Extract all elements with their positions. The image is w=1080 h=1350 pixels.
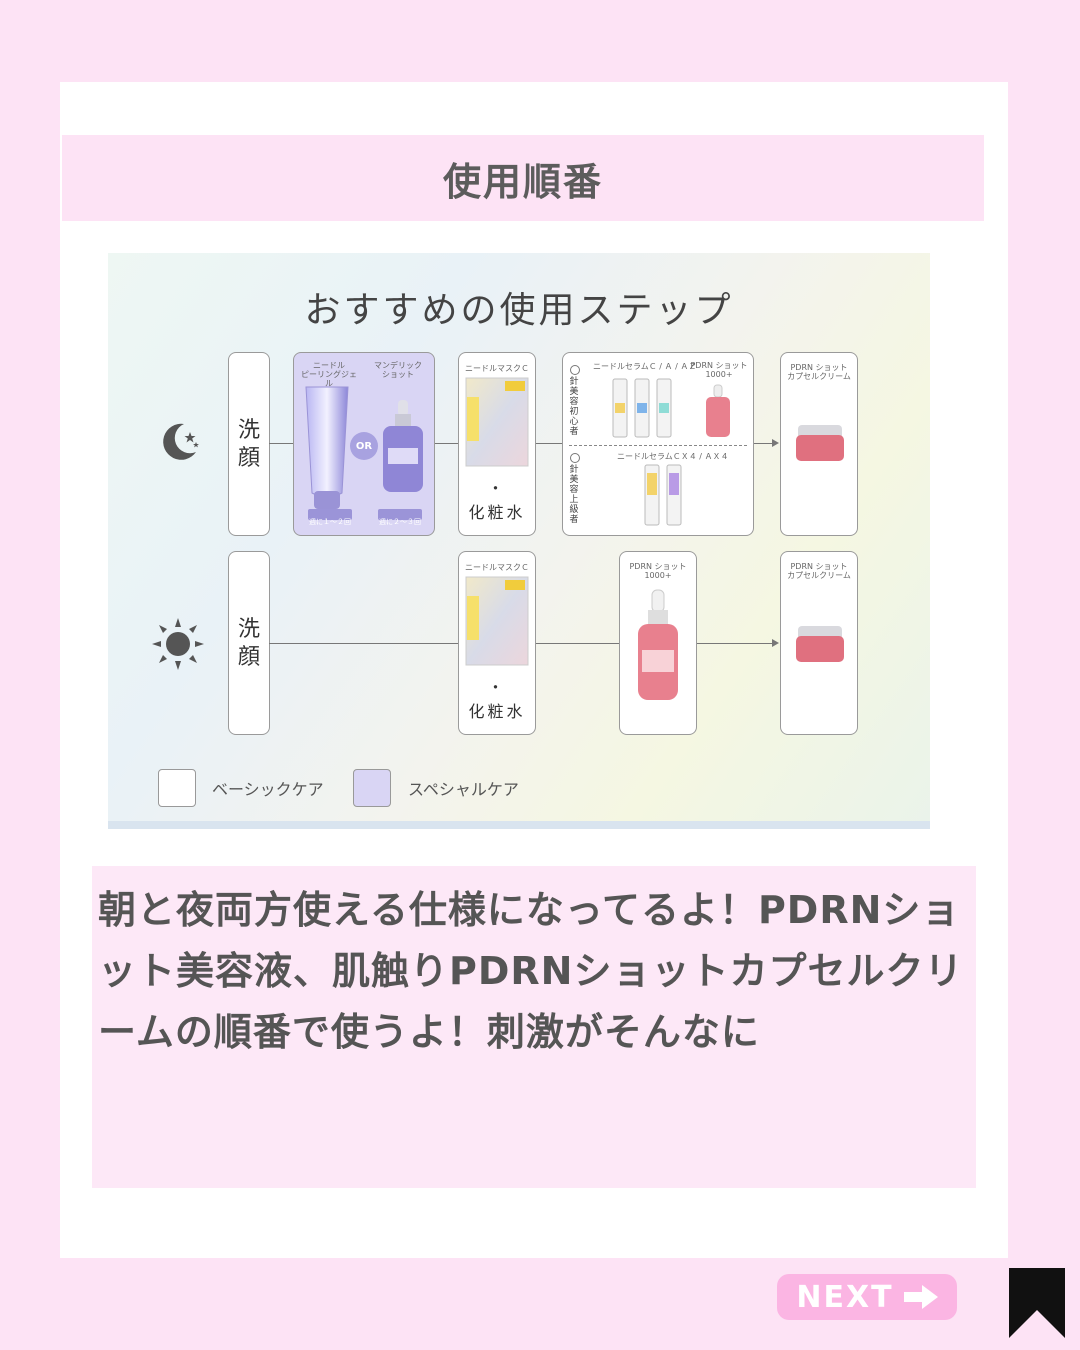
description-text: 朝と夜両方使える仕様になってるよ！PDRNショット美容液、肌触りPDRNショット… xyxy=(98,888,964,1054)
legend-special-label: スペシャルケア xyxy=(408,780,519,799)
beginner-tag-circle xyxy=(570,365,580,375)
mandelic-shot-label: マンデリック ショット xyxy=(374,361,422,379)
day-wash-label: 洗顔 xyxy=(237,617,260,670)
day-cream-box: PDRN ショット カプセルクリーム xyxy=(780,551,858,735)
night-toner-label: 化粧水 xyxy=(468,503,526,522)
night-wash-label: 洗顔 xyxy=(237,418,260,471)
usage-step-guide: おすすめの使用ステップ 洗顔 ニードル ピーリングジェル マンデリック ショット… xyxy=(108,253,930,829)
advanced-tag-circle xyxy=(570,453,580,463)
day-mask-box: ニードルマスクＣ ・ 化粧水 xyxy=(458,551,536,735)
or-badge: OR xyxy=(350,432,378,460)
night-serum-box: 針美容初心者 ニードルセラムＣ / Ａ / ＡＺ PDRN ショット 1000+… xyxy=(562,352,754,536)
peeling-gel-tube xyxy=(305,386,349,509)
peeling-gel-label: ニードル ピーリングジェル xyxy=(301,361,357,388)
capsule-cream-jar xyxy=(796,425,844,461)
beginner-pdrn-shot-bottle xyxy=(706,384,730,437)
capsule-cream-jar-day xyxy=(796,626,844,662)
description-panel: 朝と夜両方使える仕様になってるよ！PDRNショット美容液、肌触りPDRNショット… xyxy=(92,866,976,1188)
arrow-right-icon xyxy=(903,1285,938,1309)
legend-special-swatch xyxy=(353,769,391,807)
night-mask-label: ニードルマスクＣ xyxy=(465,364,529,373)
day-shot-label: PDRN ショット 1000+ xyxy=(629,562,687,580)
guide-bottom-bar xyxy=(108,821,930,829)
day-cream-label: PDRN ショット カプセルクリーム xyxy=(787,562,851,580)
section-header: 使用順番 xyxy=(62,135,984,221)
night-wash-box: 洗顔 xyxy=(228,352,270,536)
needle-mask-package-day xyxy=(465,576,529,666)
moon-icon xyxy=(163,423,199,460)
night-cream-box: PDRN ショット カプセルクリーム xyxy=(780,352,858,536)
advanced-serum-bottles xyxy=(644,464,682,526)
night-arrow xyxy=(772,439,779,447)
legend-basic-label: ベーシックケア xyxy=(212,780,324,799)
guide-title: おすすめの使用ステップ xyxy=(304,290,734,331)
day-wash-box: 洗顔 xyxy=(228,551,270,735)
legend-basic-swatch xyxy=(158,769,196,807)
day-toner-label: 化粧水 xyxy=(468,702,526,721)
day-dot: ・ xyxy=(487,678,507,697)
beginner-serum-bottles xyxy=(612,378,672,438)
night-special-care-box: ニードル ピーリングジェル マンデリック ショット OR 週に１〜２回 週に２〜… xyxy=(293,352,435,536)
day-mask-label: ニードルマスクＣ xyxy=(465,563,529,572)
night-mask-box: ニードルマスクＣ ・ 化粧水 xyxy=(458,352,536,536)
serum-divider xyxy=(569,445,747,446)
or-label: OR xyxy=(355,440,373,452)
needle-mask-package xyxy=(465,377,529,467)
mandelic-shot-bottle xyxy=(383,400,423,492)
next-button[interactable]: NEXT xyxy=(777,1274,957,1320)
mandelic-shot-freq: 週に２〜３回 xyxy=(378,509,422,526)
night-dot: ・ xyxy=(487,479,507,498)
night-cream-label: PDRN ショット カプセルクリーム xyxy=(787,363,851,381)
day-shot-box: PDRN ショット 1000+ xyxy=(619,551,697,735)
advanced-tag: 針美容上級者 xyxy=(569,465,579,525)
beginner-serums-label: ニードルセラムＣ / Ａ / ＡＺ xyxy=(593,362,697,371)
sun-icon xyxy=(152,618,204,670)
peeling-gel-freq: 週に１〜２回 xyxy=(308,509,352,526)
beginner-shot-label: PDRN ショット 1000+ xyxy=(690,361,748,379)
day-arrow xyxy=(772,639,779,647)
advanced-serums-label: ニードルセラムＣＸ４ / ＡＸ４ xyxy=(617,452,729,461)
page-title: 使用順番 xyxy=(442,159,603,204)
pdrn-shot-bottle xyxy=(638,589,678,700)
bookmark-icon[interactable] xyxy=(1007,1268,1067,1340)
next-label: NEXT xyxy=(796,1279,894,1315)
beginner-tag: 針美容初心者 xyxy=(569,377,579,437)
